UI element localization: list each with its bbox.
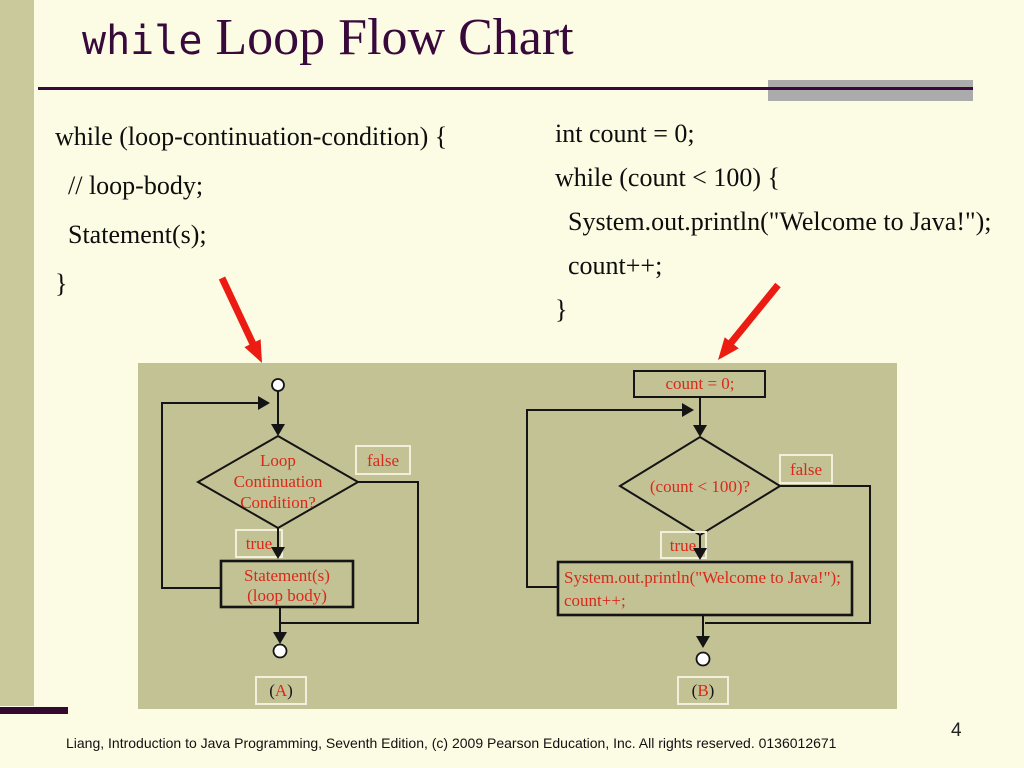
code-line: while (loop-continuation-condition) { xyxy=(55,122,448,151)
false-label: false xyxy=(790,460,822,479)
statement-text: (loop body) xyxy=(247,586,327,605)
code-line: System.out.println("Welcome to Java!"); xyxy=(555,207,992,236)
code-line: int count = 0; xyxy=(555,119,695,148)
code-line: } xyxy=(555,295,568,324)
statement-box-b xyxy=(556,560,854,617)
page-number: 4 xyxy=(951,720,962,741)
true-label: true xyxy=(246,534,272,553)
statement-text: System.out.println("Welcome to Java!"); xyxy=(564,568,841,587)
flowchart-svg: Loop Continuation Condition? false true … xyxy=(161,370,871,705)
title-gray-block xyxy=(768,80,973,101)
true-label-box-b xyxy=(660,531,707,559)
flowchart-panel xyxy=(138,363,897,709)
false-label-box-b xyxy=(779,454,833,484)
false-label: false xyxy=(367,451,399,470)
code-block-count-example: int count = 0; while (count < 100) { Sys… xyxy=(555,112,992,332)
left-accent-band xyxy=(0,0,34,706)
caption-box-b xyxy=(677,676,729,705)
code-line: // loop-body; xyxy=(55,171,204,200)
code-line: count++; xyxy=(555,251,663,280)
loopback-line-a xyxy=(161,402,262,589)
false-branch-line-a xyxy=(280,481,419,624)
condition-text: Loop xyxy=(260,451,296,470)
code-line: Statement(s); xyxy=(55,220,207,249)
arrowhead-down xyxy=(273,632,287,644)
slide-title: while Loop Flow Chart xyxy=(82,8,574,67)
caption-b: (B) xyxy=(692,681,715,700)
title-rest: Loop Flow Chart xyxy=(202,9,574,66)
condition-text: (count < 100)? xyxy=(650,477,750,496)
flowchart-b: count = 0; (count < 100)? false true Sys… xyxy=(526,370,871,705)
arrowhead-down xyxy=(693,425,707,437)
title-underline xyxy=(38,87,973,90)
title-keyword: while xyxy=(82,18,203,64)
true-label-box-a xyxy=(235,529,283,558)
init-text: count = 0; xyxy=(665,374,734,393)
arrowhead-right xyxy=(682,403,694,417)
statement-box-a xyxy=(219,559,355,609)
code-line: } xyxy=(55,269,68,298)
copyright-footer: Liang, Introduction to Java Programming,… xyxy=(66,735,837,751)
statement-text: Statement(s) xyxy=(244,566,330,585)
arrowhead-down xyxy=(271,424,285,436)
condition-text: Condition? xyxy=(240,493,316,512)
true-label: true xyxy=(670,536,696,555)
end-terminal-b xyxy=(695,651,711,667)
caption-a: (A) xyxy=(269,681,293,700)
arrowhead-down xyxy=(693,548,707,560)
start-terminal-a xyxy=(271,378,285,392)
arrowhead-down xyxy=(271,547,285,559)
code-block-while-syntax: while (loop-continuation-condition) { //… xyxy=(55,112,447,308)
end-terminal-a xyxy=(272,643,288,659)
statement-text: count++; xyxy=(564,591,626,610)
caption-box-a xyxy=(255,676,307,705)
arrowhead-down xyxy=(696,636,710,648)
arrowhead-right xyxy=(258,396,270,410)
code-line: while (count < 100) { xyxy=(555,163,780,192)
flowchart-a: Loop Continuation Condition? false true … xyxy=(161,378,419,705)
false-label-box-a xyxy=(355,445,411,475)
bottom-accent-bar xyxy=(0,707,68,714)
loopback-line-b xyxy=(526,409,685,588)
false-branch-line-b xyxy=(705,485,871,624)
condition-text: Continuation xyxy=(234,472,323,491)
